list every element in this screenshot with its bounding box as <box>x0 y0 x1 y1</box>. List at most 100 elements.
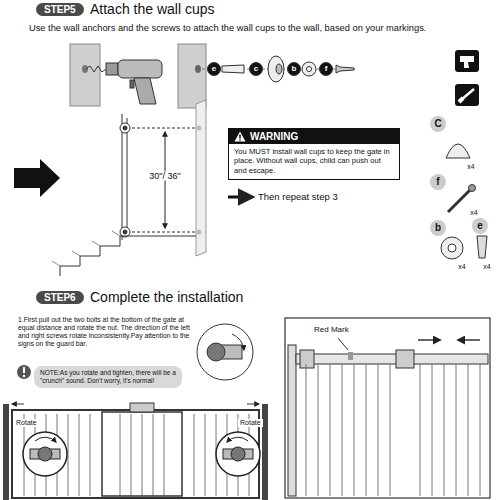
exploded-parts <box>208 63 221 76</box>
rotate-label: Rotate <box>238 419 263 427</box>
drill <box>118 60 162 78</box>
detail-panel <box>285 318 490 498</box>
screwdriver-icon <box>455 84 479 106</box>
quantity: x4 <box>483 263 490 270</box>
gate <box>12 404 24 405</box>
wall-panel <box>178 44 206 108</box>
rotate-closeup <box>216 432 260 476</box>
detail-panel <box>285 318 490 498</box>
step-badge: STEP5 <box>36 3 84 16</box>
drill-icon <box>455 50 479 72</box>
rotate-label: Rotate <box>14 419 39 427</box>
detail-panel <box>296 354 488 364</box>
wall-panel <box>196 100 206 256</box>
knob-closeup <box>232 334 244 350</box>
detail-panel <box>288 345 296 496</box>
wall-panel <box>178 44 206 108</box>
detail-panel <box>396 350 414 368</box>
detail-panel <box>300 350 314 368</box>
warning-icon <box>239 135 241 139</box>
drill-icon <box>455 50 479 72</box>
big-arrow <box>14 159 60 197</box>
gate <box>24 414 249 496</box>
wall-panel <box>196 100 206 256</box>
rotate-closeup <box>35 437 56 442</box>
parts-list <box>441 237 463 259</box>
exploded-parts <box>302 62 316 76</box>
rotate-closeup <box>23 432 67 476</box>
note-icon <box>23 375 25 377</box>
part-letter: e <box>477 221 483 231</box>
detail-panel <box>338 338 348 350</box>
gate-frame <box>120 114 196 240</box>
drill <box>134 78 156 104</box>
parts-list <box>446 144 470 158</box>
drill <box>86 60 162 104</box>
parts-list <box>430 116 488 259</box>
stairs <box>60 236 196 276</box>
detail-panel <box>458 339 480 341</box>
exploded-parts <box>336 65 354 73</box>
exploded-parts <box>276 64 282 74</box>
note-icon <box>23 367 25 373</box>
repeat-arrow <box>228 196 252 199</box>
gate <box>262 404 268 500</box>
gate <box>3 403 268 500</box>
gate-frame <box>127 118 128 236</box>
exploded-parts <box>320 63 333 76</box>
gate-frame <box>132 128 196 129</box>
wall-panel <box>70 44 100 106</box>
exploded-parts <box>288 63 301 76</box>
box-text: NOTE:As you rotate and tighten, there wi… <box>40 369 176 385</box>
box-text: You MUST install wall cups to keep the g… <box>229 144 399 179</box>
exploded-parts <box>222 65 244 73</box>
gate-frame <box>123 230 127 234</box>
quantity: x4 <box>470 209 477 216</box>
wall-panel <box>70 44 100 106</box>
warning-heading: WARNING <box>229 129 399 144</box>
exploded-parts <box>268 56 284 82</box>
wall-panel <box>197 230 202 235</box>
rotate-closeup <box>38 447 52 461</box>
instruction-text: 1.First pull out the two bolts at the bo… <box>18 316 190 349</box>
rotate-closeup <box>23 432 260 476</box>
drill <box>106 63 118 75</box>
detail-panel <box>418 339 440 341</box>
parts-list <box>472 218 488 234</box>
box-text: STEP6 <box>44 292 76 303</box>
quantity: x4 <box>458 263 465 270</box>
part-letter: b <box>435 223 441 233</box>
gate <box>12 410 259 498</box>
part-letter: c <box>254 65 258 73</box>
step-badge: STEP6 <box>36 291 84 304</box>
box-text: STEP5 <box>44 4 76 15</box>
drill <box>86 66 106 72</box>
parts-list <box>430 174 446 190</box>
parts-list <box>430 116 446 132</box>
gate <box>3 404 9 500</box>
stairs <box>52 231 196 276</box>
quantity: x4 <box>467 163 474 170</box>
screwdriver-icon <box>455 84 479 106</box>
big-arrow <box>14 159 60 197</box>
warning-icon <box>234 131 246 142</box>
warning-icon <box>235 132 246 142</box>
gate-frame <box>122 114 123 240</box>
gate <box>130 403 154 412</box>
callout-label: Red Mark <box>312 325 351 335</box>
parts-list <box>469 185 476 192</box>
parts-list <box>477 236 487 258</box>
exploded-parts <box>307 67 312 72</box>
gate-frame <box>132 232 196 233</box>
warning-icon <box>239 139 241 141</box>
exploded-parts <box>250 63 263 76</box>
note-box: NOTE:As you rotate and tighten, there wi… <box>34 366 182 388</box>
detail-panel <box>348 352 353 360</box>
rotate-closeup <box>227 437 248 442</box>
wall-panel <box>82 65 88 73</box>
stairs <box>52 231 120 266</box>
parts-list <box>448 190 470 212</box>
dimension: 30"/ 36" <box>147 172 182 181</box>
repeat-arrow <box>228 197 252 198</box>
rotate-closeup <box>231 447 245 461</box>
